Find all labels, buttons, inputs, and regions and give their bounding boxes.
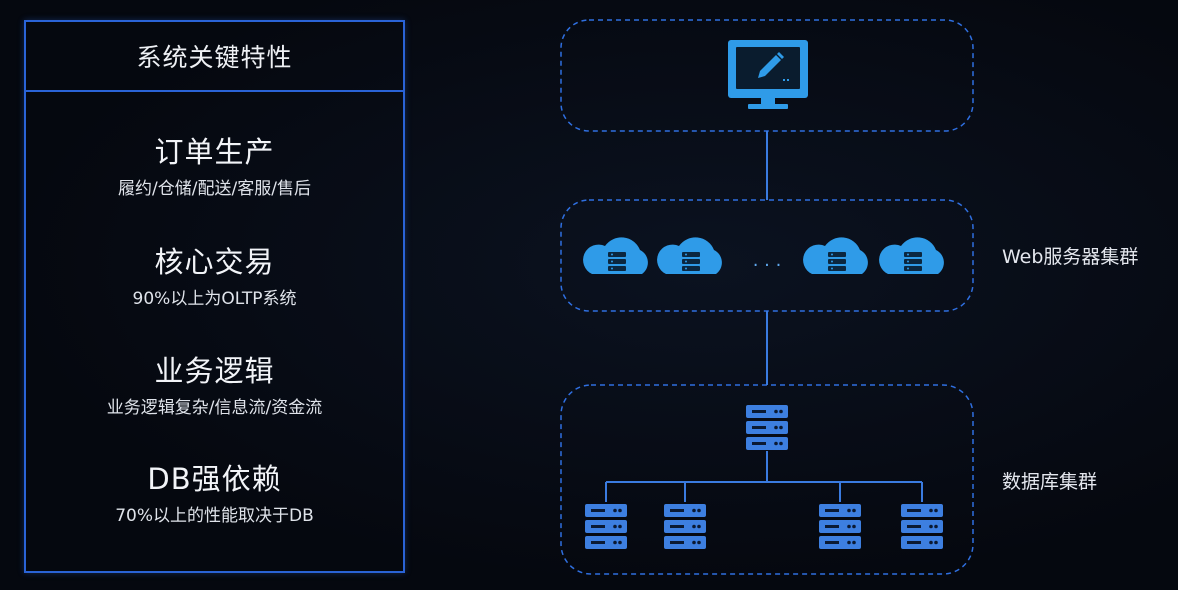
feature-desc: 履约/仓储/配送/客服/售后 [118,179,311,199]
panel-title: 系统关键特性 [136,43,293,72]
feature-title: DB强依赖 [147,462,282,496]
db-tree-connector [605,451,923,502]
server-rack-icon [746,405,788,450]
panel-header: 系统关键特性 [26,22,403,92]
server-rack-icon [585,504,627,549]
feature-desc: 业务逻辑复杂/信息流/资金流 [106,398,323,418]
cloud-server-icon [879,237,944,274]
server-rack-icon [664,504,706,549]
key-features-panel: 系统关键特性 订单生产 履约/仓储/配送/客服/售后 核心交易 90%以上为OL… [24,20,405,573]
server-rack-icon [901,504,943,549]
feature-business-logic: 业务逻辑 业务逻辑复杂/信息流/资金流 [26,354,403,418]
cloud-server-icon [657,237,722,274]
web-cluster-label: Web服务器集群 [1002,246,1139,268]
feature-title: 订单生产 [154,135,275,169]
cloud-server-icon [583,237,648,274]
cloud-server-icon [803,237,868,274]
feature-title: 核心交易 [154,245,275,279]
feature-desc: 90%以上为OLTP系统 [132,289,297,309]
feature-db-dependency: DB强依赖 70%以上的性能取决于DB [26,462,403,526]
ellipsis: · · · [753,255,782,276]
feature-title: 业务逻辑 [154,354,275,388]
feature-core-trading: 核心交易 90%以上为OLTP系统 [26,245,403,309]
server-rack-icon [819,504,861,549]
db-cluster-label: 数据库集群 [1002,471,1098,493]
feature-desc: 70%以上的性能取决于DB [115,506,314,526]
feature-order-production: 订单生产 履约/仓储/配送/客服/售后 [26,135,403,199]
monitor-pencil-icon [728,40,808,109]
